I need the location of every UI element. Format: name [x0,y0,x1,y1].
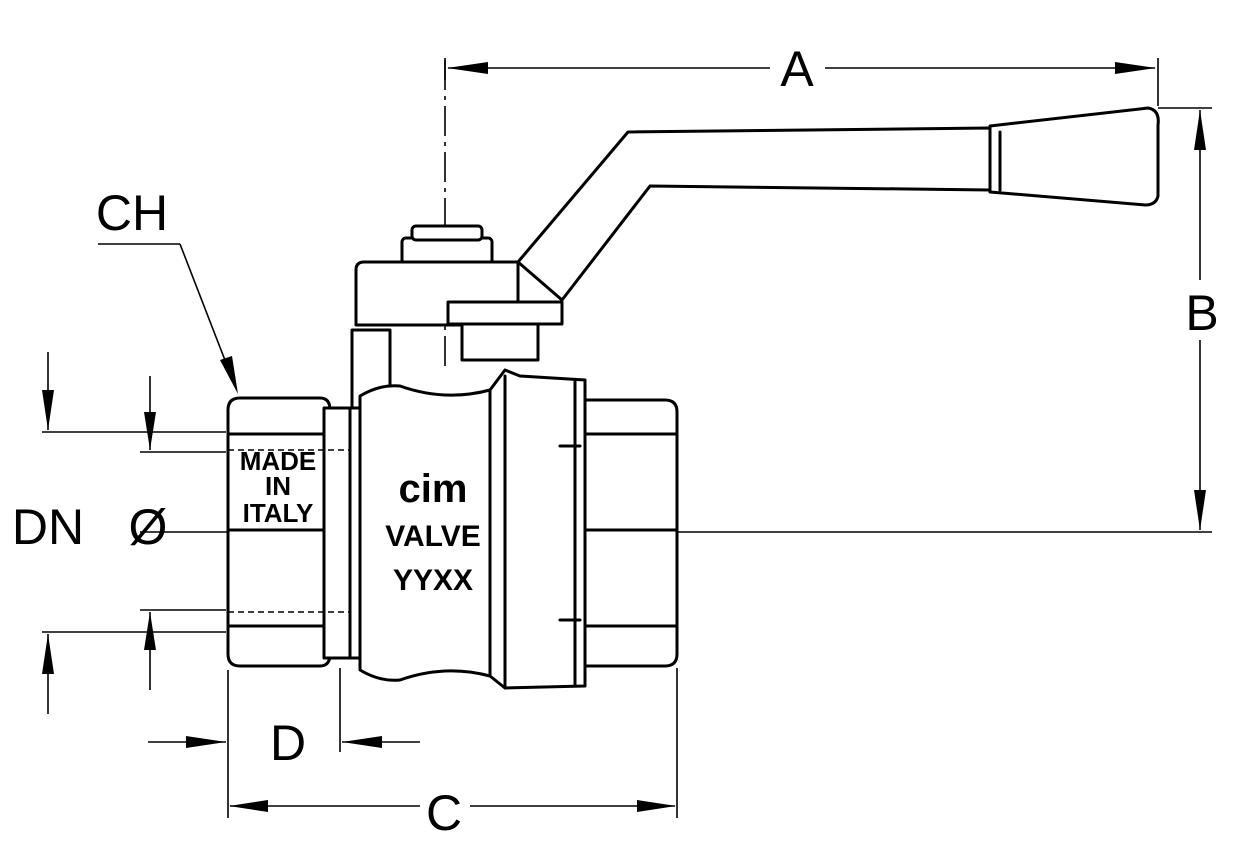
valve-text: VALVE [385,520,481,553]
dim-label-b: B [1185,285,1218,341]
dim-label-dn: DN [12,499,84,555]
made-text-2: IN [265,471,291,501]
dimension-a [444,58,1159,106]
dimension-phi [140,376,226,690]
ch-leader [98,243,238,394]
dimension-c [227,668,678,818]
right-hex-end [558,398,679,668]
made-text-1: MADE [240,446,317,476]
valve-body [358,368,587,690]
lever-handle [516,106,1160,302]
brand-logo-text: cim [399,467,468,511]
dimension-d [148,668,420,752]
left-hex-end [226,396,362,668]
dim-label-a: A [780,41,814,97]
dim-label-d: D [270,715,306,771]
dimension-b [1158,107,1212,530]
code-text: YYXX [393,564,473,597]
dim-label-ch: CH [96,185,168,241]
dimension-dn [42,352,226,714]
dim-label-phi: Ø [129,499,168,555]
dim-label-c: C [426,785,462,841]
made-text-3: ITALY [243,498,314,528]
